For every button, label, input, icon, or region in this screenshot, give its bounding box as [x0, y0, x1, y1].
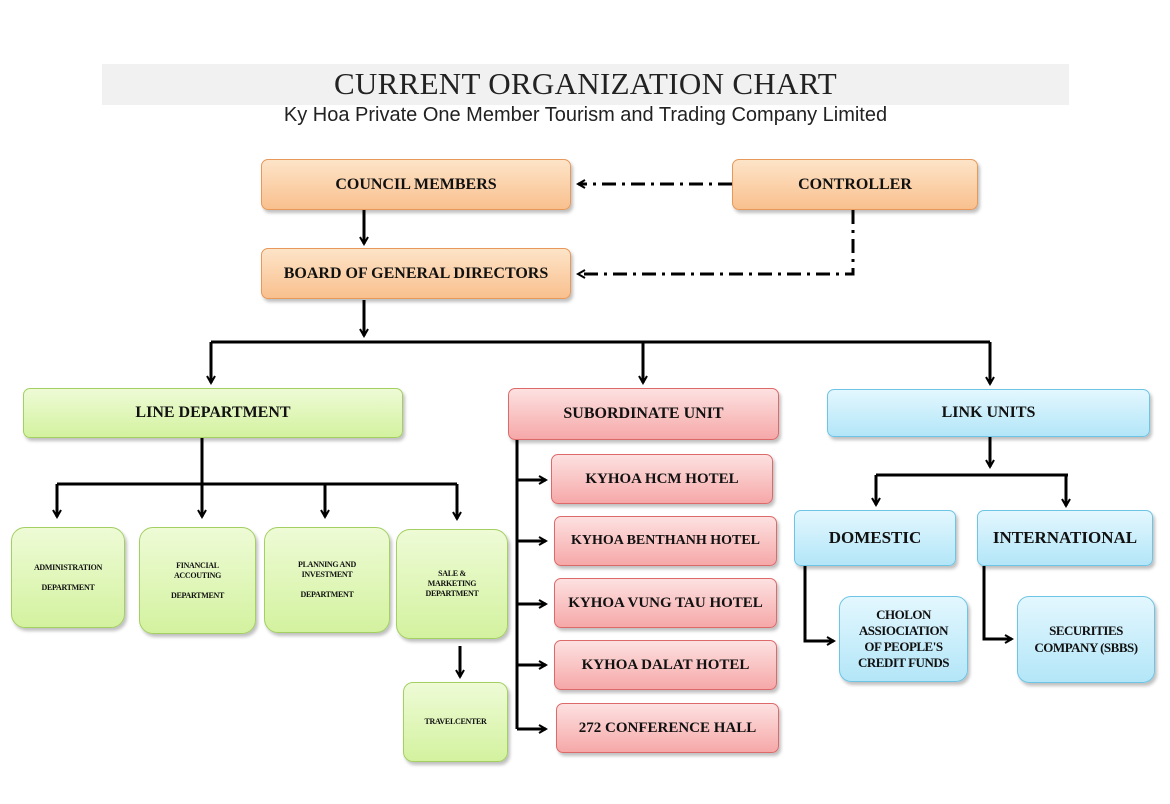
financial-accouting-department-box: FINANCIAL ACCOUTING DEPARTMENT — [139, 527, 256, 634]
kyhoa-hcm-hotel-box: KYHOA HCM HOTEL — [551, 454, 773, 504]
kyhoa-vung-tau-hotel-box: KYHOA VUNG TAU HOTEL — [554, 578, 777, 628]
controller-box: CONTROLLER — [732, 159, 978, 210]
securities-company-sbbs-box: SECURITIES COMPANY (SBBS) — [1017, 596, 1155, 683]
edge-international-securities — [982, 566, 1012, 639]
planning-investment-department-box: PLANNING AND INVESTMENT DEPARTMENT — [264, 527, 390, 633]
council-members-box: COUNCIL MEMBERS — [261, 159, 571, 210]
sale-marketing-department-box: SALE & MARKETING DEPARTMENT — [396, 529, 508, 639]
edge-domestic-cholon — [803, 566, 834, 641]
kyhoa-benthanh-hotel-box: KYHOA BENTHANH HOTEL — [554, 516, 777, 566]
chart-title: CURRENT ORGANIZATION CHART — [333, 66, 838, 101]
chart-subtitle: Ky Hoa Private One Member Tourism and Tr… — [283, 104, 888, 126]
cholon-association-credit-funds-box: CHOLON ASSIOCIATION OF PEOPLE'S CREDIT F… — [839, 596, 968, 682]
edge-controller-board — [578, 210, 855, 274]
kyhoa-dalat-hotel-box: KYHOA DALAT HOTEL — [554, 640, 777, 690]
domestic-box: DOMESTIC — [794, 510, 956, 566]
subordinate-unit-box: SUBORDINATE UNIT — [508, 388, 779, 440]
board-of-general-directors-box: BOARD OF GENERAL DIRECTORS — [261, 248, 571, 299]
travel-center-box: TRAVELCENTER — [403, 682, 508, 762]
272-conference-hall-box: 272 CONFERENCE HALL — [556, 703, 779, 753]
title-band — [102, 64, 1069, 105]
line-department-box: LINE DEPARTMENT — [23, 388, 403, 438]
administration-department-box: ADMINISTRATION DEPARTMENT — [11, 527, 125, 628]
international-box: INTERNATIONAL — [977, 510, 1153, 566]
link-units-box: LINK UNITS — [827, 389, 1150, 437]
